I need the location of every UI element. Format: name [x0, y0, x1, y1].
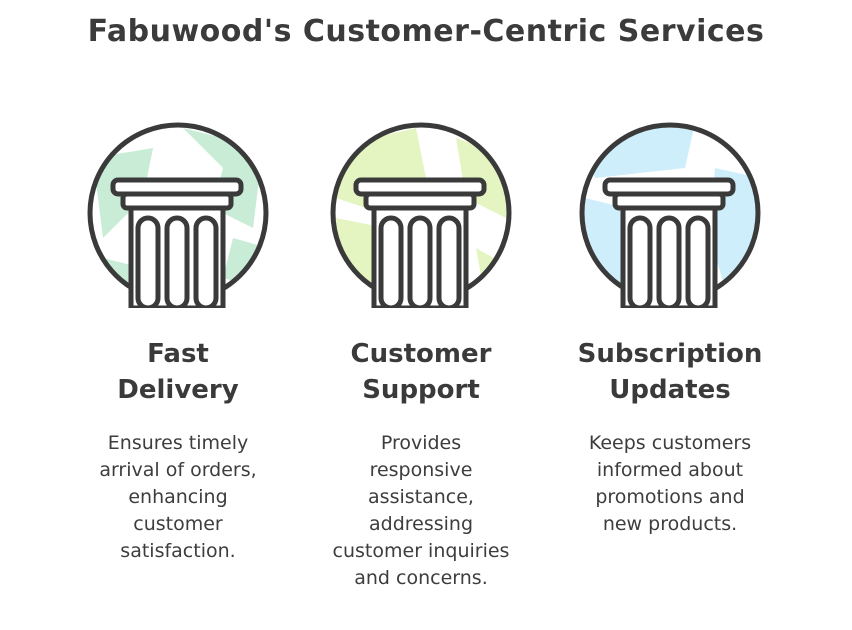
service-title: Subscription Updates — [577, 339, 763, 405]
service-description: Ensures timely arrival of orders, enhanc… — [99, 432, 257, 562]
pillar-icon — [83, 118, 273, 308]
pillar-icon — [326, 118, 516, 308]
service-card-customer-support: Customer Support Provides responsive ass… — [296, 118, 546, 592]
service-card-subscription-updates: Subscription Updates Keeps customers inf… — [545, 118, 795, 538]
service-title: Customer Support — [350, 339, 492, 405]
service-description: Provides responsive assistance, addressi… — [332, 432, 510, 589]
page-title: Fabuwood's Customer-Centric Services — [87, 14, 765, 49]
service-description: Keeps customers informed about promotion… — [588, 432, 752, 535]
service-title: Fast Delivery — [117, 339, 239, 405]
pillar-icon — [575, 118, 765, 308]
service-card-fast-delivery: Fast Delivery Ensures timely arrival of … — [53, 118, 303, 565]
